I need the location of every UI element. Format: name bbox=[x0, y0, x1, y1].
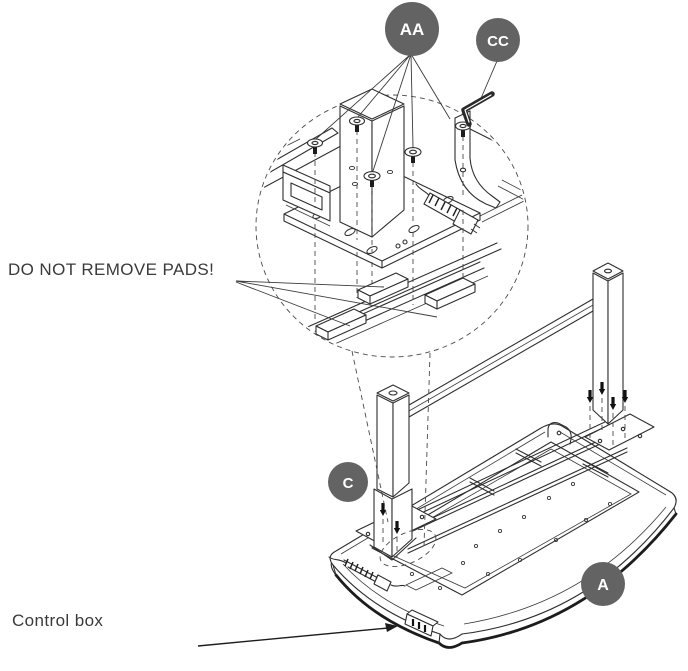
frame-rails bbox=[371, 420, 640, 596]
badge-c: C bbox=[328, 462, 368, 502]
pads-warning-text: DO NOT REMOVE PADS! bbox=[8, 260, 214, 279]
detail-circle bbox=[255, 94, 529, 358]
badge-aa-label: AA bbox=[400, 20, 425, 39]
badge-aa: AA bbox=[385, 2, 439, 56]
badge-c-label: C bbox=[343, 475, 354, 492]
detail-cable-connector bbox=[415, 183, 481, 235]
control-box-arrow bbox=[197, 623, 398, 647]
right-leg bbox=[592, 262, 624, 425]
projection-lines bbox=[351, 350, 437, 568]
annotations: DO NOT REMOVE PADS! Control box bbox=[8, 260, 438, 647]
detail-screws bbox=[306, 116, 472, 187]
control-box-text: Control box bbox=[12, 611, 103, 630]
detail-leg-column bbox=[339, 88, 405, 238]
detail-channel-beam bbox=[282, 164, 331, 227]
screw-holes bbox=[409, 481, 613, 591]
leg-screws bbox=[379, 382, 629, 534]
pads-leader-lines bbox=[235, 280, 438, 327]
control-box bbox=[404, 609, 439, 637]
badge-a: A bbox=[581, 562, 625, 606]
detail-view bbox=[255, 88, 529, 358]
hex-key bbox=[461, 91, 495, 127]
detail-bracket bbox=[454, 110, 501, 209]
screw-axes bbox=[314, 130, 464, 320]
callouts: AA CC C A bbox=[306, 2, 625, 606]
right-leg-screws bbox=[586, 382, 629, 410]
badge-cc: CC bbox=[476, 18, 520, 62]
detail-pads bbox=[315, 272, 476, 341]
aa-leader-lines bbox=[315, 53, 451, 172]
badge-cc-label: CC bbox=[487, 33, 509, 50]
power-cable bbox=[328, 556, 406, 592]
left-leg-screws bbox=[379, 503, 401, 534]
badge-a-label: A bbox=[597, 577, 609, 594]
left-leg bbox=[369, 384, 417, 561]
cc-leader-line bbox=[478, 60, 498, 104]
